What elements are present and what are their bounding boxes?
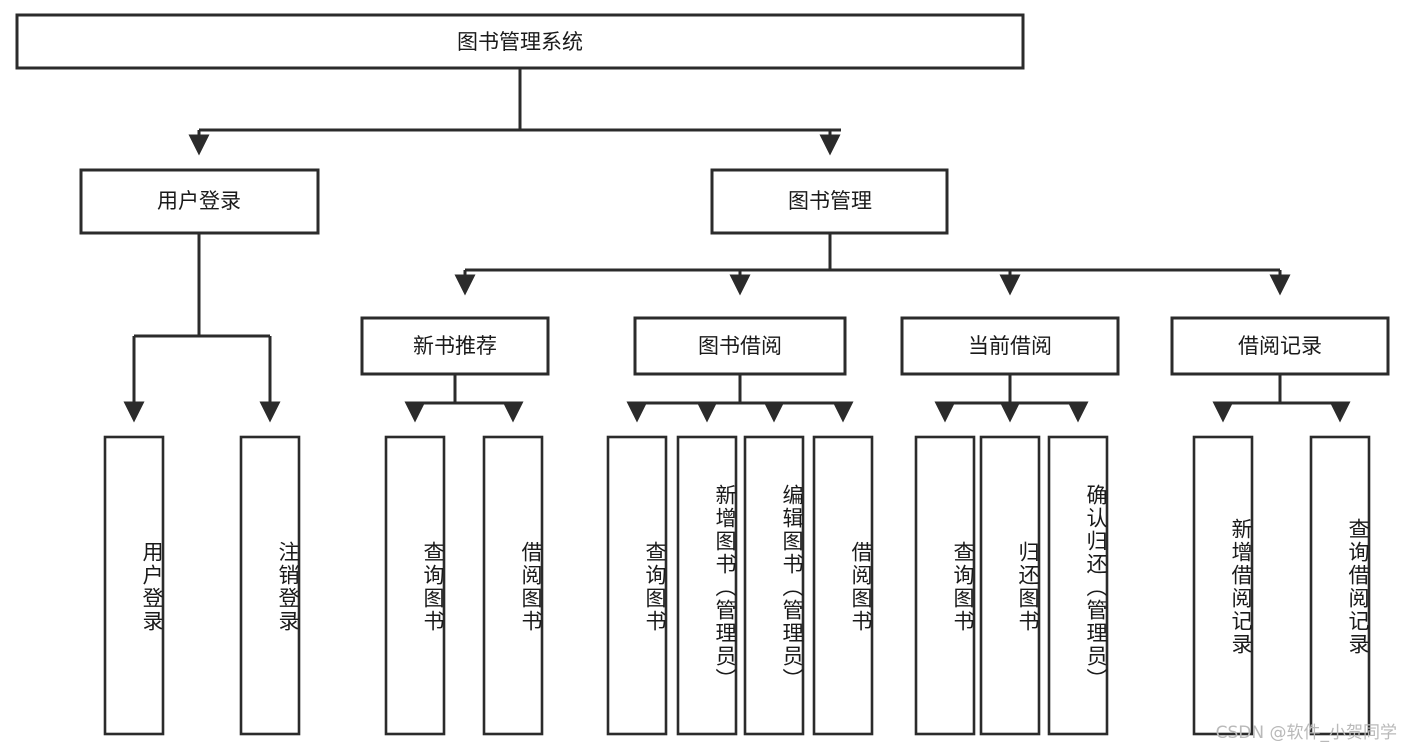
- node-root-label: 图书管理系统: [457, 30, 583, 54]
- node-borrow-record-label: 借阅记录: [1238, 334, 1322, 358]
- leaf-box-logout[interactable]: [239, 435, 301, 736]
- node-root[interactable]: 图书管理系统: [15, 13, 1025, 70]
- leaf-boxes: [103, 435, 1371, 736]
- node-new-book-recommend-label: 新书推荐: [413, 334, 497, 358]
- connector-borrowrecord-to-leaves: [1212, 374, 1351, 423]
- node-current-borrow-label: 当前借阅: [968, 334, 1052, 358]
- leaf-box-cb-query-book[interactable]: [914, 435, 976, 736]
- node-book-management-label: 图书管理: [788, 189, 872, 213]
- leaf-box-user-login[interactable]: [103, 435, 165, 736]
- node-user-login-label: 用户登录: [157, 189, 241, 213]
- node-user-login[interactable]: 用户登录: [79, 168, 320, 235]
- node-new-book-recommend[interactable]: 新书推荐: [360, 316, 550, 376]
- leaf-box-br-add-record[interactable]: [1192, 435, 1254, 736]
- leaf-box-bb-add-book[interactable]: [676, 435, 738, 736]
- connector-userlogin-to-leaves: [123, 233, 281, 423]
- connector-currentborrow-to-leaves: [934, 374, 1089, 423]
- node-borrow-record[interactable]: 借阅记录: [1170, 316, 1390, 376]
- connector-root-to-level2: [188, 68, 841, 156]
- leaf-box-bb-edit-book[interactable]: [743, 435, 805, 736]
- leaf-box-nb-query-book[interactable]: [384, 435, 446, 736]
- connector-borrowbook-to-leaves: [626, 374, 854, 423]
- leaf-box-bb-query-book[interactable]: [606, 435, 668, 736]
- leaf-box-cb-return-book[interactable]: [979, 435, 1041, 736]
- node-book-borrow[interactable]: 图书借阅: [633, 316, 847, 376]
- node-current-borrow[interactable]: 当前借阅: [900, 316, 1120, 376]
- node-book-borrow-label: 图书借阅: [698, 334, 782, 358]
- node-book-management[interactable]: 图书管理: [710, 168, 949, 235]
- leaf-box-cb-confirm-return[interactable]: [1047, 435, 1109, 736]
- leaf-box-br-query-record[interactable]: [1309, 435, 1371, 736]
- connector-bookmgmt-to-level3: [454, 233, 1291, 296]
- csdn-watermark: CSDN @软件_小贺同学: [1215, 723, 1397, 743]
- connector-newbook-to-leaves: [404, 374, 524, 423]
- leaf-box-bb-borrow-book[interactable]: [812, 435, 874, 736]
- leaf-box-nb-borrow-book[interactable]: [482, 435, 544, 736]
